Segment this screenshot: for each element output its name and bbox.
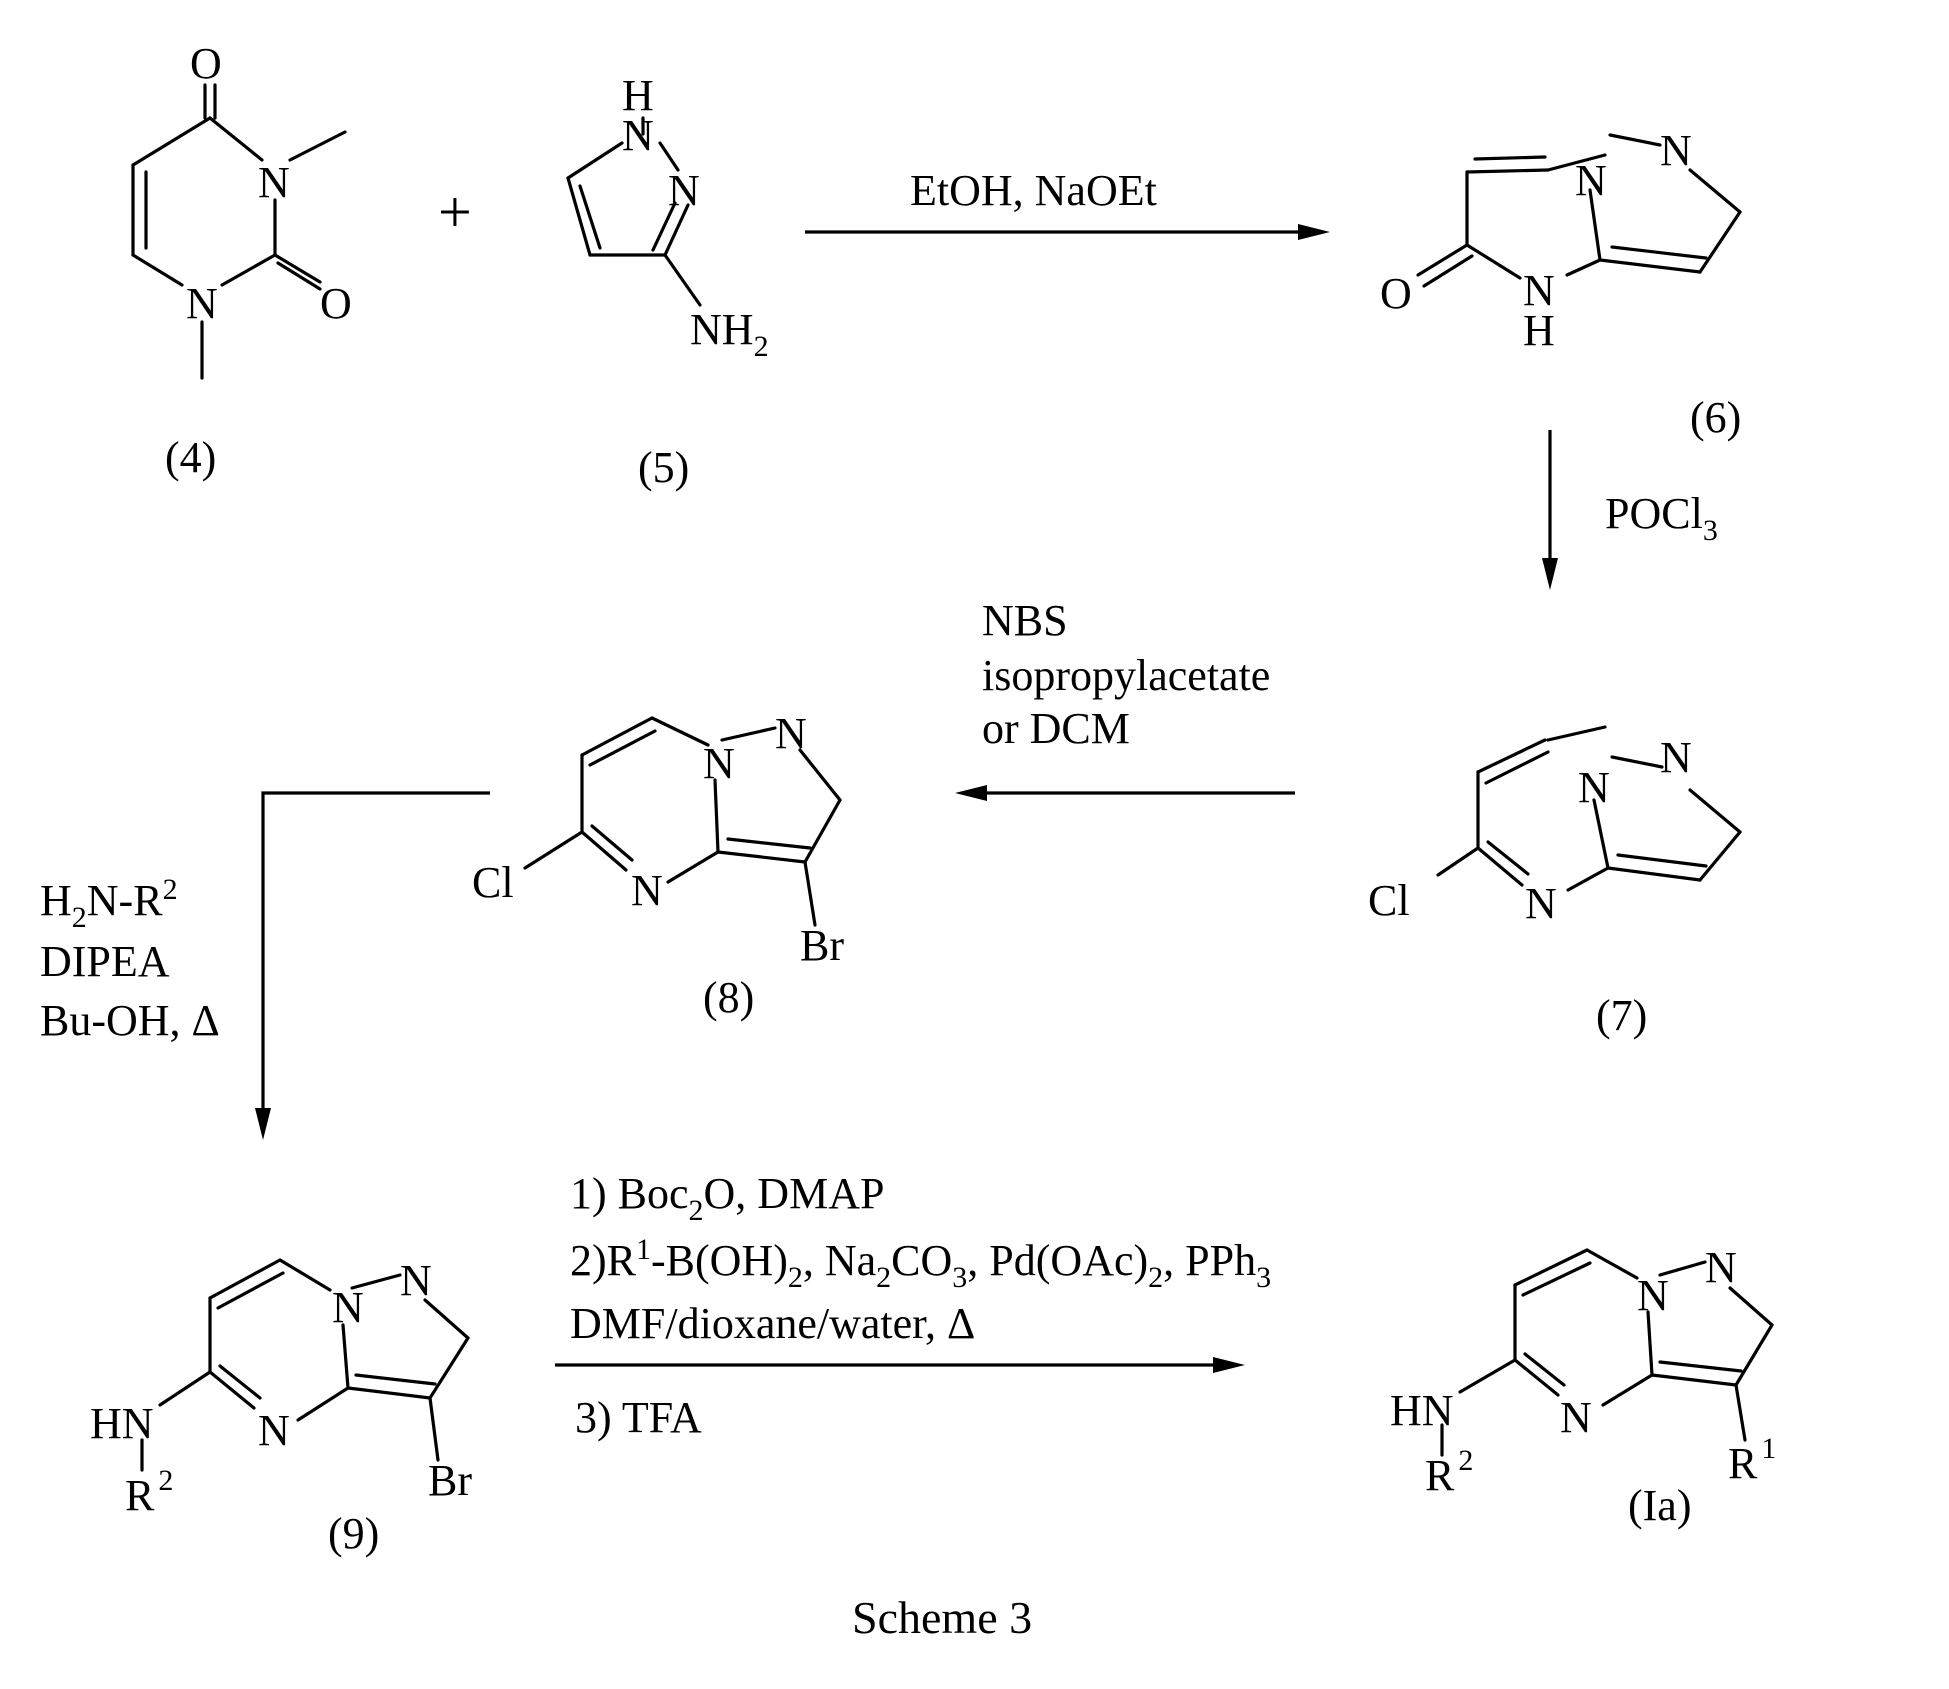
atom-R2: R2 — [125, 1464, 173, 1520]
atom-Br: Br — [428, 1456, 472, 1505]
atom-R1: R1 — [1728, 1432, 1776, 1488]
arrowhead-1 — [1298, 224, 1330, 240]
atom-N: N — [1637, 1271, 1669, 1320]
atom-N: N — [1560, 1393, 1592, 1442]
compound-label-7: (7) — [1596, 991, 1647, 1040]
atom-N: N — [186, 279, 218, 328]
atom-O: O — [320, 279, 352, 328]
conditions-step5-line4: 3) TFA — [575, 1393, 702, 1442]
compound-Ia-structure: N N HN N R1 R2 — [1390, 1243, 1776, 1500]
atom-N: N — [1525, 879, 1557, 928]
atom-O: O — [1380, 269, 1412, 318]
atom-NH: NH2 — [690, 305, 769, 363]
conditions-step5-line3: DMF/dioxane/water, Δ — [570, 1299, 975, 1348]
arrowhead-5 — [1213, 1357, 1245, 1373]
compound-4-structure: O N N O — [133, 39, 352, 378]
atom-N: N — [622, 111, 654, 160]
atom-Br: Br — [800, 921, 844, 970]
atom-N: N — [1660, 126, 1692, 175]
compound-label-6: (6) — [1690, 393, 1741, 442]
conditions-step3-alt: or DCM — [982, 704, 1130, 753]
arrowhead-2 — [1542, 558, 1558, 590]
atom-N: N — [1660, 733, 1692, 782]
conditions-step3-solvent: isopropylacetate — [982, 651, 1270, 700]
atom-N: N — [400, 1256, 432, 1305]
arrowhead-4 — [255, 1108, 271, 1140]
atom-Cl: Cl — [472, 858, 514, 907]
atom-N: N — [258, 1406, 290, 1455]
scheme-caption: Scheme 3 — [852, 1592, 1032, 1643]
atom-N: N — [1578, 763, 1610, 812]
plus-sign: + — [438, 179, 472, 245]
compound-label-4: (4) — [165, 433, 216, 482]
atom-N: N — [1575, 156, 1607, 205]
compound-label-5: (5) — [638, 443, 689, 492]
atom-N: N — [703, 739, 735, 788]
atom-N: N — [332, 1283, 364, 1332]
atom-O: O — [190, 39, 222, 88]
compound-label-9: (9) — [328, 1509, 379, 1558]
conditions-step2: POCl3 — [1605, 489, 1718, 547]
compound-5-structure: H N N NH2 — [568, 71, 769, 363]
compound-9-structure: N N HN N Br R2 — [90, 1256, 472, 1520]
atom-HN: HN — [90, 1399, 154, 1448]
compound-label-8: (8) — [703, 973, 754, 1022]
atom-N: N — [1705, 1243, 1737, 1292]
atom-N: N — [258, 158, 290, 207]
compound-8-structure: N N Cl N Br — [472, 709, 844, 970]
atom-Cl: Cl — [1368, 876, 1410, 925]
conditions-step1: EtOH, NaOEt — [910, 166, 1157, 215]
atom-R2: R2 — [1425, 1444, 1473, 1500]
conditions-step4-solvent: Bu-OH, Δ — [40, 996, 220, 1045]
conditions-step4-amine: H2N-R2 — [40, 873, 178, 934]
conditions-step3-reagent: NBS — [982, 596, 1068, 645]
compound-label-Ia: (Ia) — [1628, 1481, 1692, 1530]
atom-N: N — [775, 709, 807, 758]
atom-H: H — [1523, 306, 1555, 355]
conditions-step4-base: DIPEA — [40, 937, 170, 986]
atom-N: N — [631, 866, 663, 915]
atom-HN: HN — [1390, 1386, 1454, 1435]
conditions-step5-line1: 1) Boc2O, DMAP — [570, 1169, 884, 1227]
conditions-step5-line2: 2)R1-B(OH)2, Na2CO3, Pd(OAc)2, PPh3 — [570, 1233, 1271, 1294]
reaction-arrow-4 — [263, 793, 490, 1118]
arrowhead-3 — [955, 785, 987, 801]
compound-7-structure: N N Cl N — [1368, 727, 1740, 928]
atom-N: N — [668, 166, 700, 215]
compound-6-structure: N N O N H — [1380, 126, 1740, 355]
